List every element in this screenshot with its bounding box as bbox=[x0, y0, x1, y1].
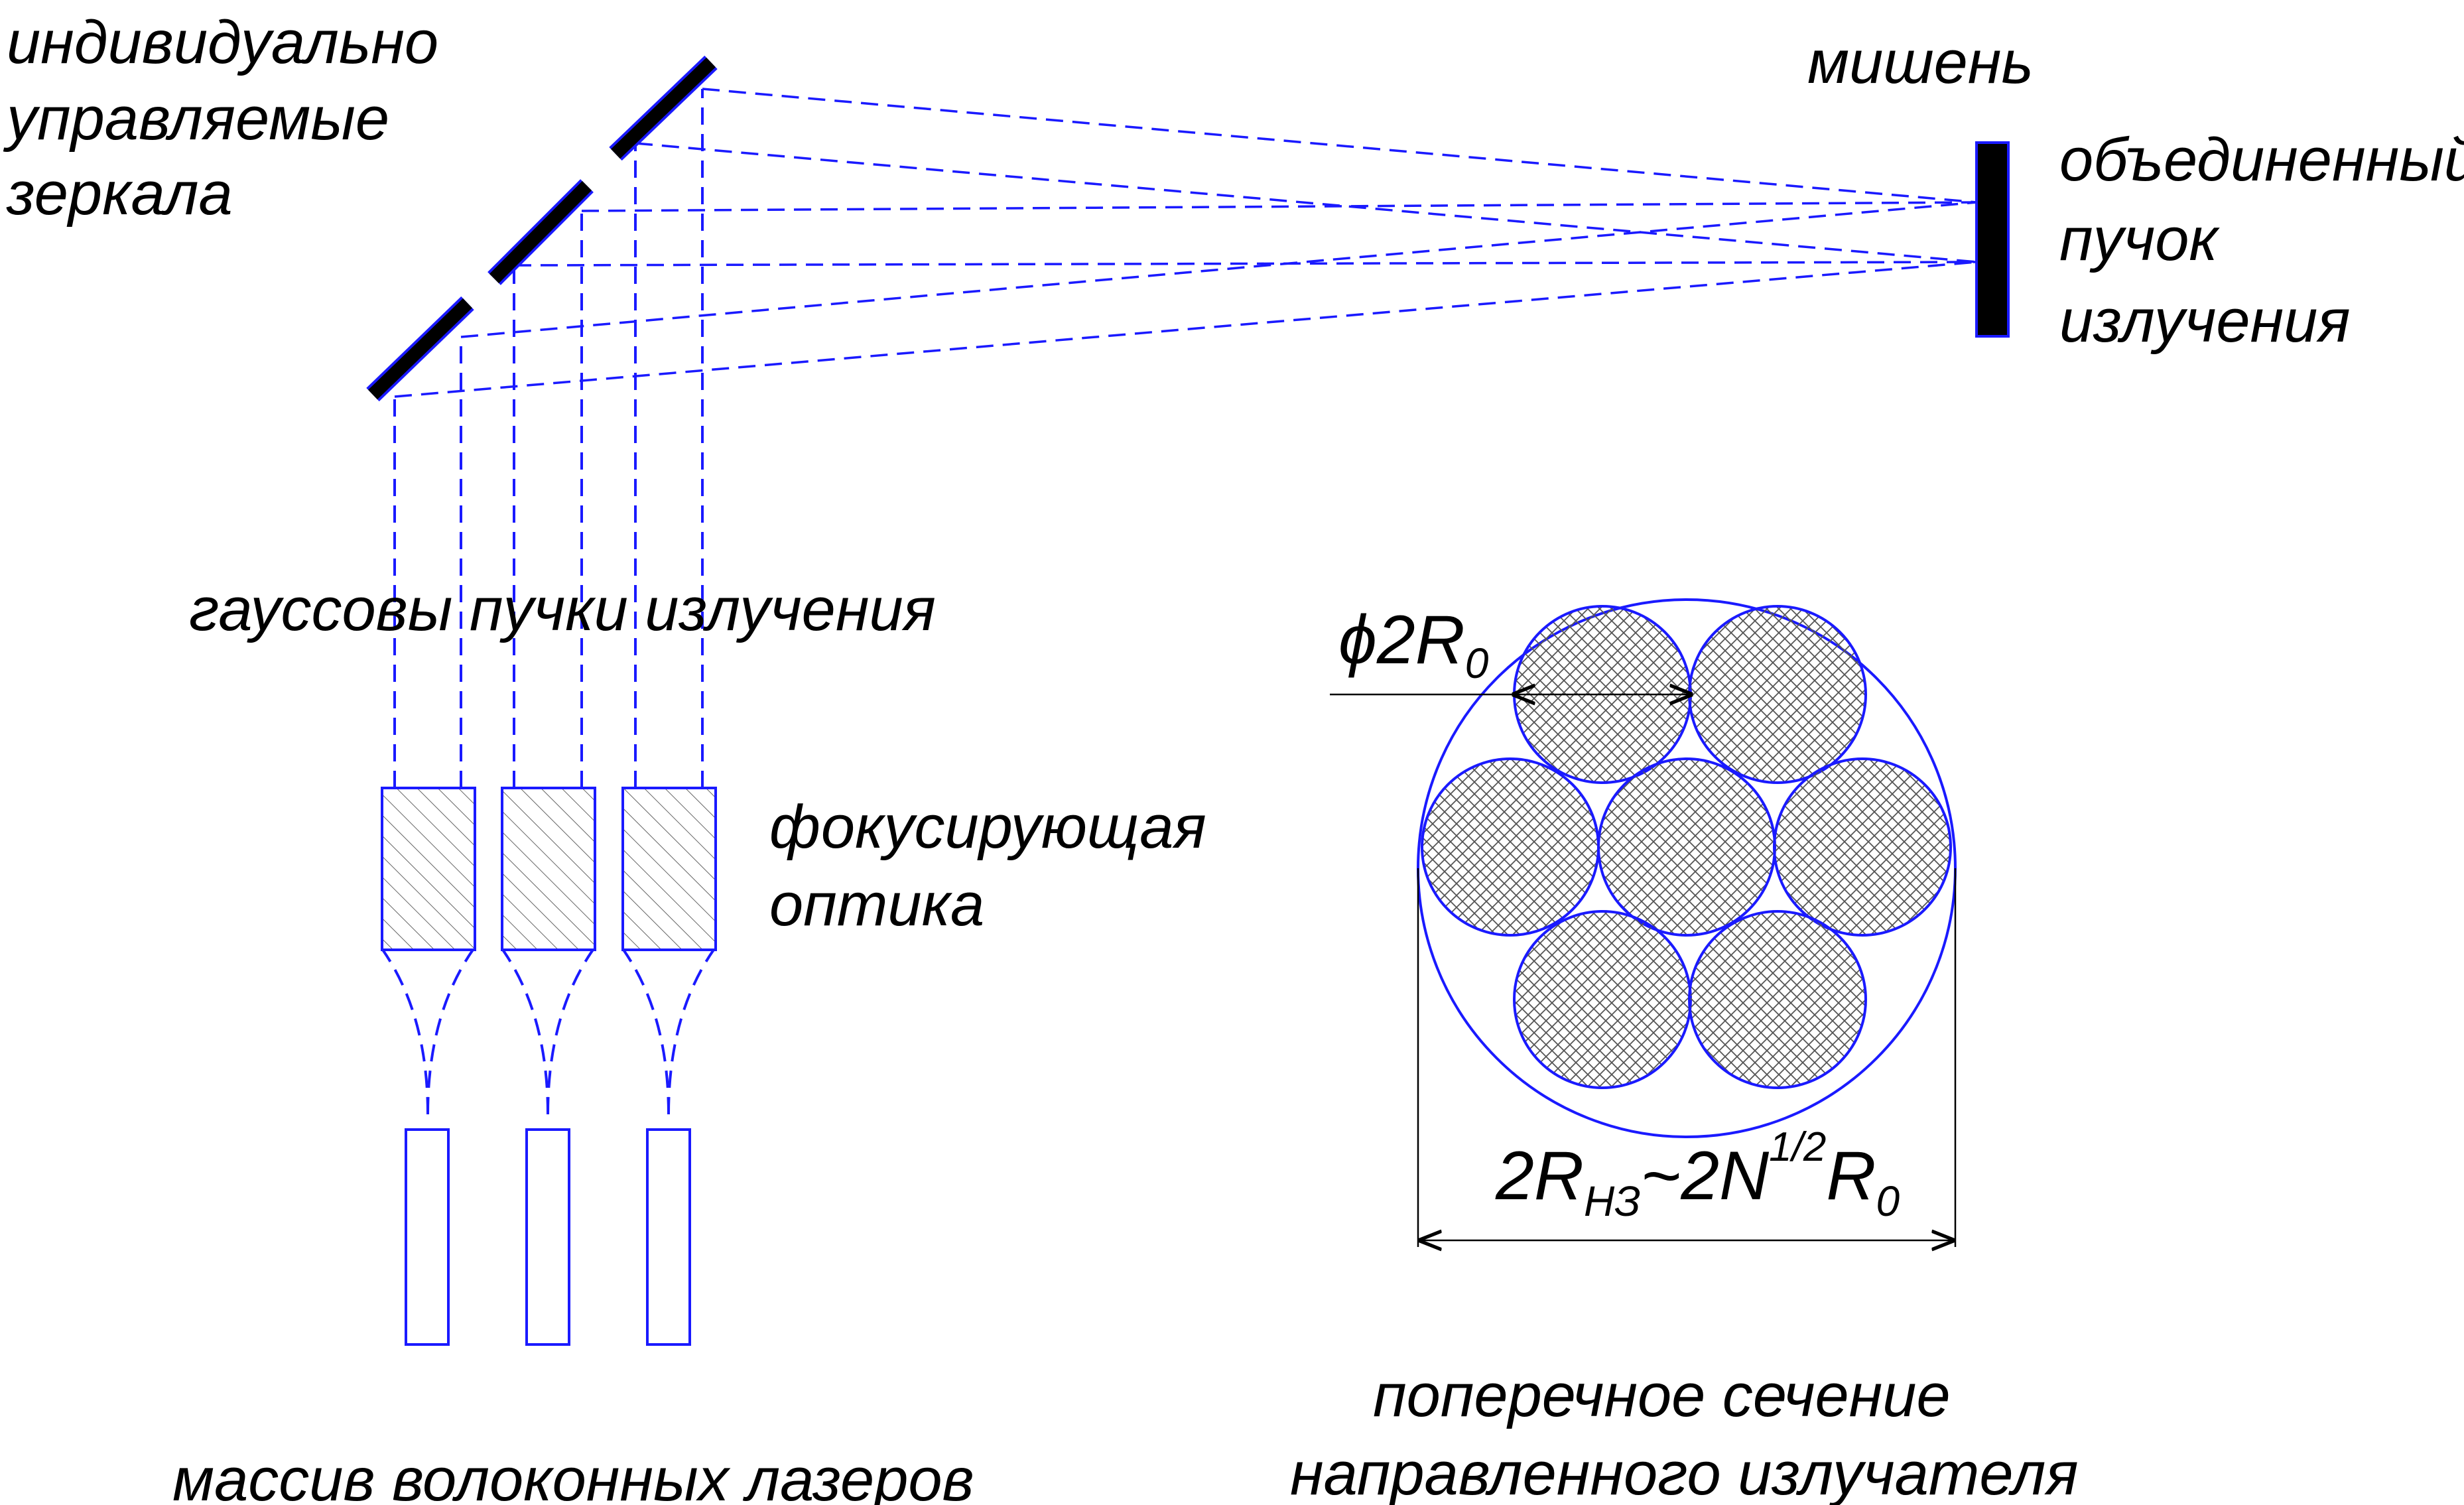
focusing-optics bbox=[381, 787, 717, 951]
lens-1 bbox=[381, 787, 476, 951]
diverging-beams bbox=[381, 949, 715, 1115]
emitter-diameter-label: 2RНЗ~2N1/2R0 bbox=[1495, 1124, 1900, 1225]
fiber-laser-3 bbox=[646, 1128, 691, 1346]
laser-array-label: массив волоконных лазеров bbox=[172, 1446, 974, 1505]
focusing-optics-label: фокусирующая оптика bbox=[769, 793, 1206, 939]
gaussian-beams bbox=[393, 89, 704, 788]
beam-spot bbox=[1513, 910, 1692, 1089]
target bbox=[1975, 141, 2010, 338]
cross-section bbox=[1330, 598, 1957, 1247]
fiber-laser-array bbox=[405, 1128, 691, 1346]
target-label: мишень bbox=[1807, 29, 2034, 96]
mirror-label: индивидуально управляемые зеркала bbox=[3, 9, 438, 228]
beam-spot bbox=[1688, 605, 1867, 784]
lens-3 bbox=[621, 787, 717, 951]
beam-spot bbox=[1773, 757, 1952, 937]
combined-beam-label: объединенный пучок излучения bbox=[2059, 126, 2464, 355]
mirror-label-line-1: индивидуально bbox=[7, 9, 438, 76]
emitter-diameter-dimension bbox=[1417, 868, 1957, 1247]
reflected-beams bbox=[394, 88, 1977, 398]
combined-beam-line-1: объединенный bbox=[2059, 126, 2464, 194]
cross-section-line-2: направленного излучателя bbox=[1290, 1440, 2079, 1505]
gaussian-beams-label: гауссовы пучки излучения bbox=[189, 576, 936, 643]
beam-diameter-label: ϕ2R0 bbox=[1338, 602, 1489, 687]
cross-section-label: поперечное сечение направленного излучат… bbox=[1290, 1362, 2079, 1505]
focusing-optics-line-2: оптика bbox=[769, 871, 984, 939]
combined-beam-line-3: излучения bbox=[2059, 287, 2350, 355]
cross-section-line-1: поперечное сечение bbox=[1373, 1362, 1951, 1429]
combined-beam-line-2: пучок bbox=[2059, 206, 2220, 273]
fiber-laser-2 bbox=[525, 1128, 570, 1346]
mirror-label-line-3: зеркала bbox=[6, 160, 233, 228]
beam-spot bbox=[1421, 757, 1600, 937]
mirrors bbox=[366, 55, 718, 402]
focusing-optics-line-1: фокусирующая bbox=[769, 793, 1206, 861]
fiber-laser-1 bbox=[405, 1128, 450, 1346]
mirror-label-line-2: управляемые bbox=[3, 85, 389, 153]
beam-spot bbox=[1597, 757, 1776, 937]
lens-2 bbox=[501, 787, 596, 951]
beam-spot bbox=[1688, 910, 1867, 1089]
